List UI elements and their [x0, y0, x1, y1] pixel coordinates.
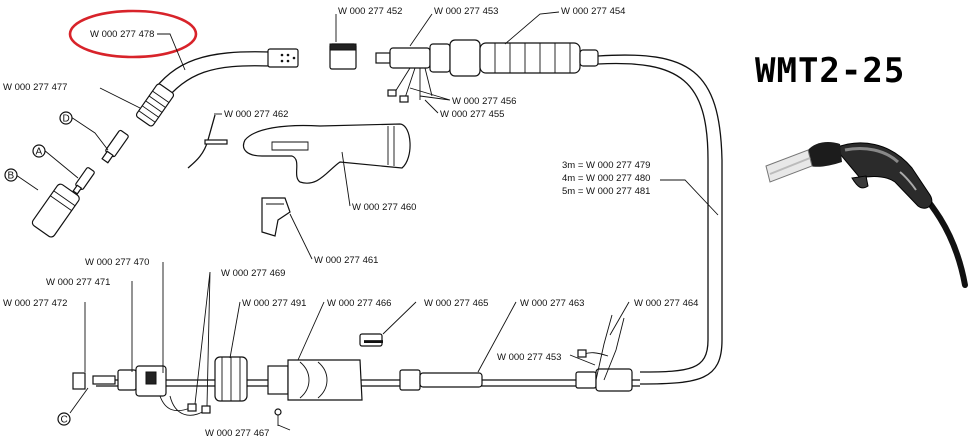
svg-text:B: B — [8, 171, 15, 182]
label-460: W 000 277 460 — [352, 202, 416, 213]
leader-lines — [15, 11, 719, 431]
label-491: W 000 277 491 — [242, 298, 306, 309]
svg-text:A: A — [36, 147, 43, 158]
label-461: W 000 277 461 — [314, 255, 378, 266]
label-454: W 000 277 454 — [561, 6, 625, 17]
label-478: W 000 277 478 — [90, 29, 154, 40]
label-471: W 000 277 471 — [46, 277, 110, 288]
contact-tip-a — [72, 167, 95, 195]
label-462: W 000 277 462 — [224, 109, 288, 120]
callout-d: D — [59, 111, 73, 125]
callout-a: A — [32, 144, 46, 158]
label-465: W 000 277 465 — [424, 298, 488, 309]
label-469: W 000 277 469 — [221, 268, 285, 279]
label-453-bottom: W 000 277 453 — [497, 352, 561, 363]
label-453: W 000 277 453 — [434, 6, 498, 17]
label-456: W 000 277 456 — [452, 96, 516, 107]
trigger-461 — [261, 197, 291, 237]
callout-b: B — [4, 168, 18, 182]
label-455: W 000 277 455 — [440, 109, 504, 120]
label-452: W 000 277 452 — [338, 6, 402, 17]
label-463: W 000 277 463 — [520, 298, 584, 309]
label-481: 5m = W 000 277 481 — [562, 186, 650, 197]
rear-connector — [375, 39, 599, 103]
gas-nozzle-b — [31, 183, 80, 238]
highlight-ellipse — [68, 9, 198, 59]
label-470: W 000 277 470 — [85, 257, 149, 268]
label-472: W 000 277 472 — [3, 298, 67, 309]
label-480: 4m = W 000 277 480 — [562, 173, 650, 184]
label-464: W 000 277 464 — [634, 298, 698, 309]
label-467: W 000 277 467 — [205, 428, 269, 439]
svg-text:C: C — [61, 415, 68, 426]
svg-text:▬▬: ▬▬ — [364, 335, 384, 346]
torch-product-image — [765, 142, 968, 288]
bottom-assembly: ▬▬ — [72, 314, 640, 426]
label-466: W 000 277 466 — [327, 298, 391, 309]
model-title: WMT2-25 — [755, 51, 905, 91]
nozzle-ring — [135, 83, 175, 127]
handle-shell — [242, 123, 411, 184]
contact-tip-holder-d — [101, 129, 129, 164]
main-hose — [597, 54, 723, 385]
callout-c: C — [57, 412, 71, 426]
svg-text:D: D — [63, 114, 70, 125]
label-477: W 000 277 477 — [3, 82, 67, 93]
label-479: 3m = W 000 277 479 — [562, 160, 650, 171]
part-452-block — [329, 43, 357, 70]
